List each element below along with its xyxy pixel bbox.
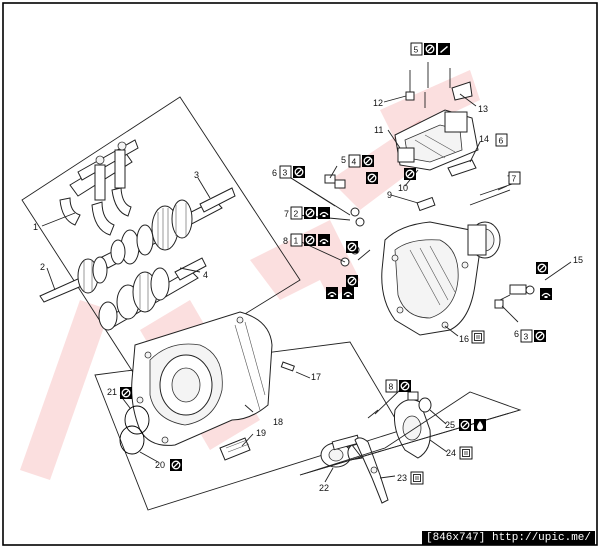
input-shaft	[39, 256, 108, 303]
apply-grease-icon	[341, 286, 355, 300]
label-6a: 6	[272, 168, 277, 178]
box-3b: 3	[524, 332, 529, 342]
do-not-reuse-icon	[403, 167, 417, 181]
tighten-torque-icon	[471, 330, 485, 344]
transmission-case-front	[94, 311, 403, 511]
do-not-reuse-icon	[398, 379, 412, 393]
tighten-torque-icon	[459, 446, 473, 460]
do-not-reuse-icon	[533, 329, 547, 343]
front-cover	[394, 391, 431, 459]
label-16: 16	[459, 334, 469, 344]
apply-grease-icon	[317, 206, 331, 220]
label-17: 17	[311, 372, 321, 382]
label-22: 22	[319, 483, 329, 493]
shift-fork-assembly	[59, 139, 139, 236]
do-not-reuse-icon	[345, 274, 359, 288]
box-8: 8	[389, 382, 394, 392]
do-not-reuse-icon	[169, 458, 183, 472]
rod-7	[469, 182, 516, 206]
label-10: 10	[398, 183, 408, 193]
box-4a: 4	[352, 157, 357, 167]
label-25: 25	[445, 420, 455, 430]
label-13: 13	[478, 104, 488, 114]
label-24: 24	[446, 448, 456, 458]
label-1: 1	[33, 222, 38, 232]
box-7: 7	[512, 174, 517, 184]
gear-group	[21, 96, 301, 381]
label-23: 23	[397, 473, 407, 483]
label-11: 11	[374, 125, 383, 135]
label-2: 2	[40, 262, 45, 272]
do-not-reuse-icon	[119, 386, 133, 400]
part-9	[416, 196, 436, 212]
box-2: 2	[294, 209, 299, 219]
do-not-reuse-icon	[345, 240, 359, 254]
box-3a: 3	[283, 168, 288, 178]
label-18: 18	[273, 417, 283, 427]
box-1: 1	[294, 236, 299, 246]
label-5: 5	[341, 155, 346, 165]
label-21: 21	[107, 387, 117, 397]
apply-grease-icon	[325, 286, 339, 300]
do-not-reuse-icon	[303, 206, 317, 220]
do-not-reuse-icon	[292, 165, 306, 179]
part-19	[219, 437, 251, 461]
oil-seal	[418, 397, 432, 413]
part-15	[494, 284, 535, 309]
box-6: 6	[499, 136, 504, 146]
part-14	[447, 159, 477, 177]
do-not-reuse-icon	[303, 233, 317, 247]
do-not-reuse-icon	[365, 171, 379, 185]
transmission-case-rear	[381, 221, 501, 336]
seal-rings	[119, 405, 150, 455]
label-4: 4	[203, 270, 208, 280]
counter-shaft	[98, 257, 207, 331]
apply-oil-icon	[474, 419, 486, 431]
label-6b: 6	[514, 329, 519, 339]
do-not-reuse-icon	[535, 261, 549, 275]
apply-sealant-icon	[438, 43, 450, 55]
label-15: 15	[573, 255, 583, 265]
apply-grease-icon	[539, 287, 553, 301]
top-bolts	[405, 62, 473, 108]
bolt-8b	[367, 409, 379, 419]
image-caption: [846x747] http://upic.me/	[421, 531, 595, 545]
do-not-reuse-icon	[423, 42, 437, 56]
label-12: 12	[373, 98, 383, 108]
label-19: 19	[256, 428, 266, 438]
tighten-torque-icon	[410, 471, 424, 485]
do-not-reuse-icon	[361, 154, 375, 168]
release-fork	[347, 437, 389, 504]
label-7b: 7	[284, 209, 289, 219]
label-3: 3	[194, 170, 199, 180]
apply-grease-icon	[317, 233, 331, 247]
label-14: 14	[479, 134, 489, 144]
label-9: 9	[387, 190, 392, 200]
pin-17	[280, 361, 295, 372]
box-5: 5	[414, 45, 419, 55]
do-not-reuse-icon	[458, 418, 472, 432]
shift-control-housing	[394, 109, 479, 171]
label-20: 20	[155, 460, 165, 470]
label-8: 8	[283, 236, 288, 246]
boxed-callouts: 5 4 3 2 1 6 7 8 3	[279, 42, 533, 393]
